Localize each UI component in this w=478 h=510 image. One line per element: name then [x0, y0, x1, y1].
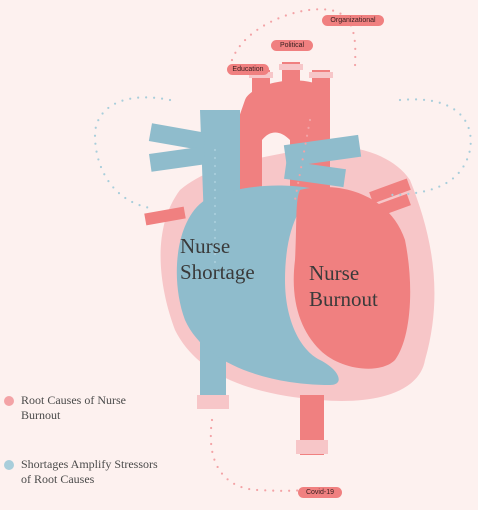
legend-blue-dot: [4, 460, 14, 470]
political-tag: Political: [271, 40, 313, 51]
legend-root-causes-text: Root Causes of Nurse Burnout: [21, 393, 161, 423]
lower-vessel-rim: [197, 395, 229, 409]
nurse-shortage-line-2: Shortage: [180, 259, 255, 285]
legend-shortages-text: Shortages Amplify Stressors of Root Caus…: [21, 457, 161, 487]
legend-shortages: Shortages Amplify Stressors of Root Caus…: [4, 457, 164, 507]
legend-root-causes: Root Causes of Nurse Burnout: [4, 393, 164, 425]
organizational-tag: Organizational: [322, 15, 384, 26]
nurse-burnout-line-2: Burnout: [309, 286, 378, 312]
nurse-shortage-label: Nurse Shortage: [180, 233, 255, 285]
nurse-burnout-line-1: Nurse: [309, 260, 378, 286]
arch-branch-rim-3: [309, 72, 333, 78]
nurse-burnout-label: Nurse Burnout: [309, 260, 378, 312]
left-vessel-bottom: [149, 146, 206, 171]
covid-tag: Covid-19: [298, 487, 342, 498]
lower-right-vessel-rim: [296, 440, 328, 454]
arch-branch-rim-2: [279, 64, 303, 70]
education-tag: Education: [227, 64, 269, 75]
nurse-shortage-line-1: Nurse: [180, 233, 255, 259]
legend-red-dot: [4, 396, 14, 406]
left-vessel-top: [149, 123, 206, 150]
